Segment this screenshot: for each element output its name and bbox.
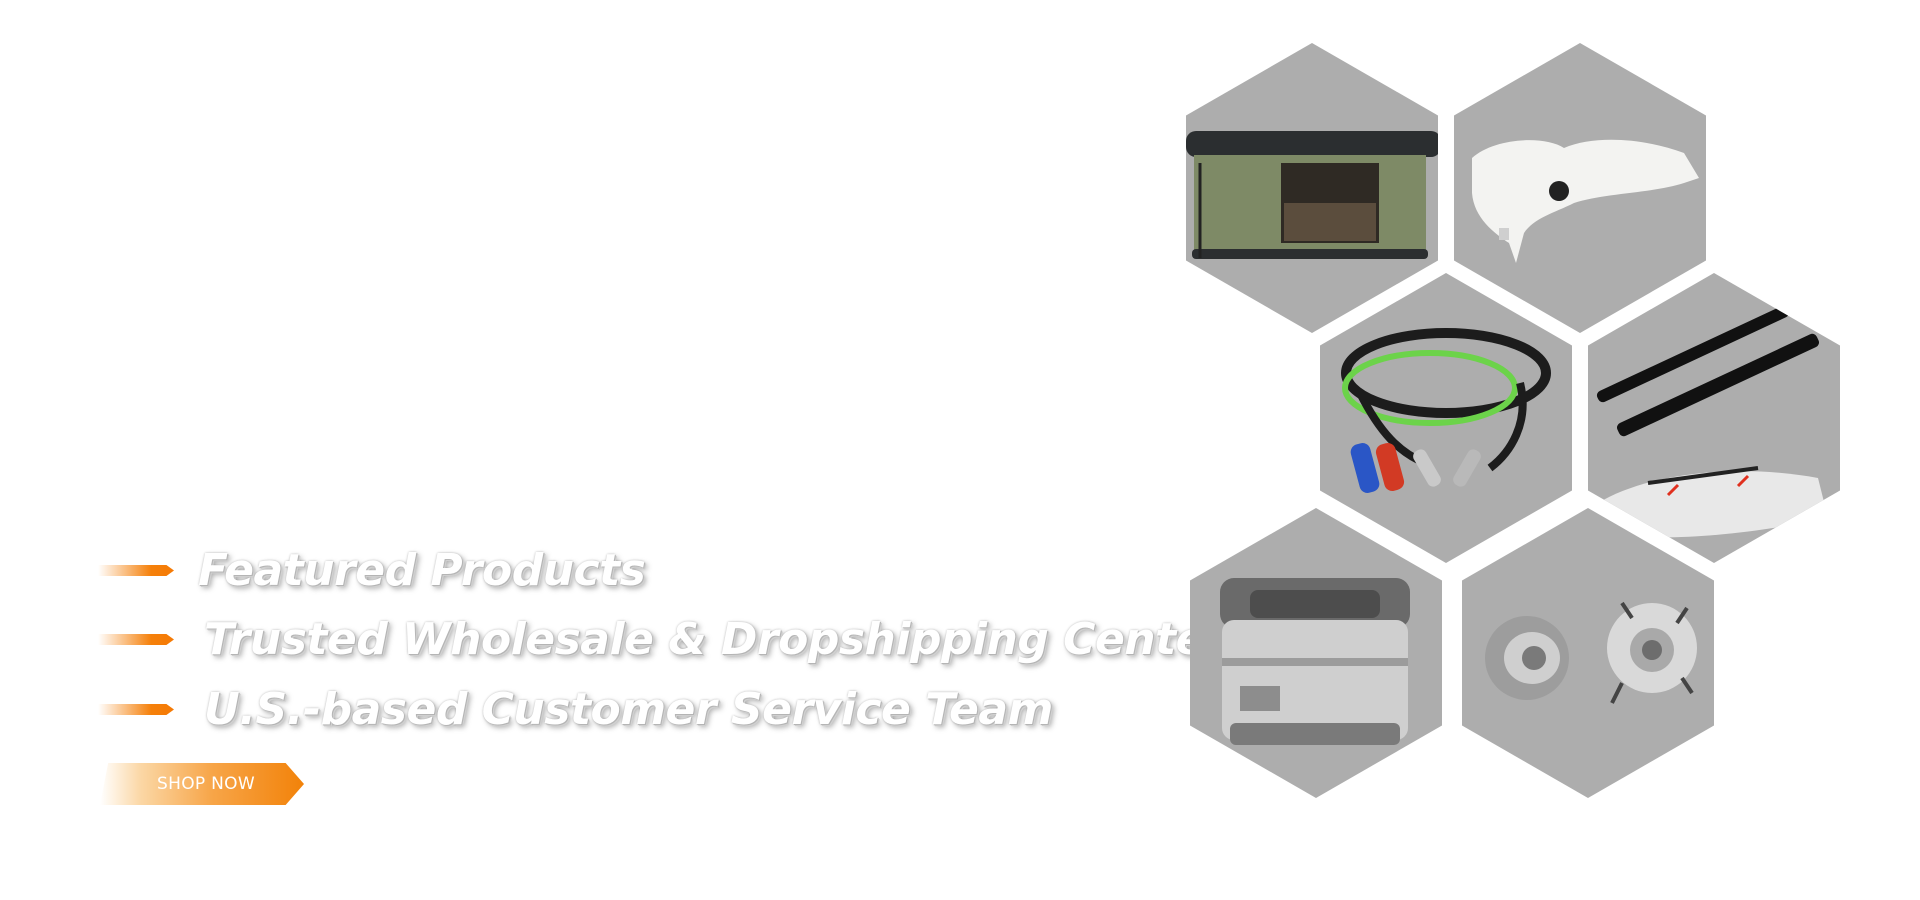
shop-now-button[interactable]: SHOP NOW [100, 763, 304, 805]
feature-text: Featured Products [198, 545, 646, 596]
air-brake-hose-icon [1341, 328, 1551, 493]
product-tile-wheel-hub-bearing[interactable] [1462, 508, 1714, 798]
feature-item-customer-service: U.S.-based Customer Service Team [98, 684, 1053, 735]
wheel-hub-bearing-icon [1485, 601, 1697, 704]
product-tile-roof-rack-crossbars[interactable] [1588, 273, 1840, 563]
portable-fridge-icon [1220, 578, 1410, 745]
feature-text: Trusted Wholesale & Dropshipping Center [204, 614, 1227, 665]
product-tile-portable-fridge[interactable] [1190, 508, 1442, 798]
rooftop-tent-icon [1186, 131, 1438, 259]
shop-now-label: SHOP NOW [157, 774, 255, 794]
orange-arrow-dash-icon [98, 634, 174, 645]
feature-text: U.S.-based Customer Service Team [204, 684, 1053, 735]
roof-rack-crossbars-icon [1596, 305, 1828, 538]
feature-item-featured-products: Featured Products [98, 545, 646, 596]
orange-arrow-dash-icon [98, 704, 174, 715]
product-tile-air-brake-hose[interactable] [1320, 273, 1572, 563]
product-tile-rooftop-tent[interactable] [1186, 43, 1438, 333]
orange-arrow-dash-icon [98, 565, 174, 576]
coolant-reservoir-icon [1472, 139, 1699, 263]
product-tile-coolant-reservoir[interactable] [1454, 43, 1706, 333]
feature-item-wholesale-dropshipping: Trusted Wholesale & Dropshipping Center [98, 614, 1227, 665]
